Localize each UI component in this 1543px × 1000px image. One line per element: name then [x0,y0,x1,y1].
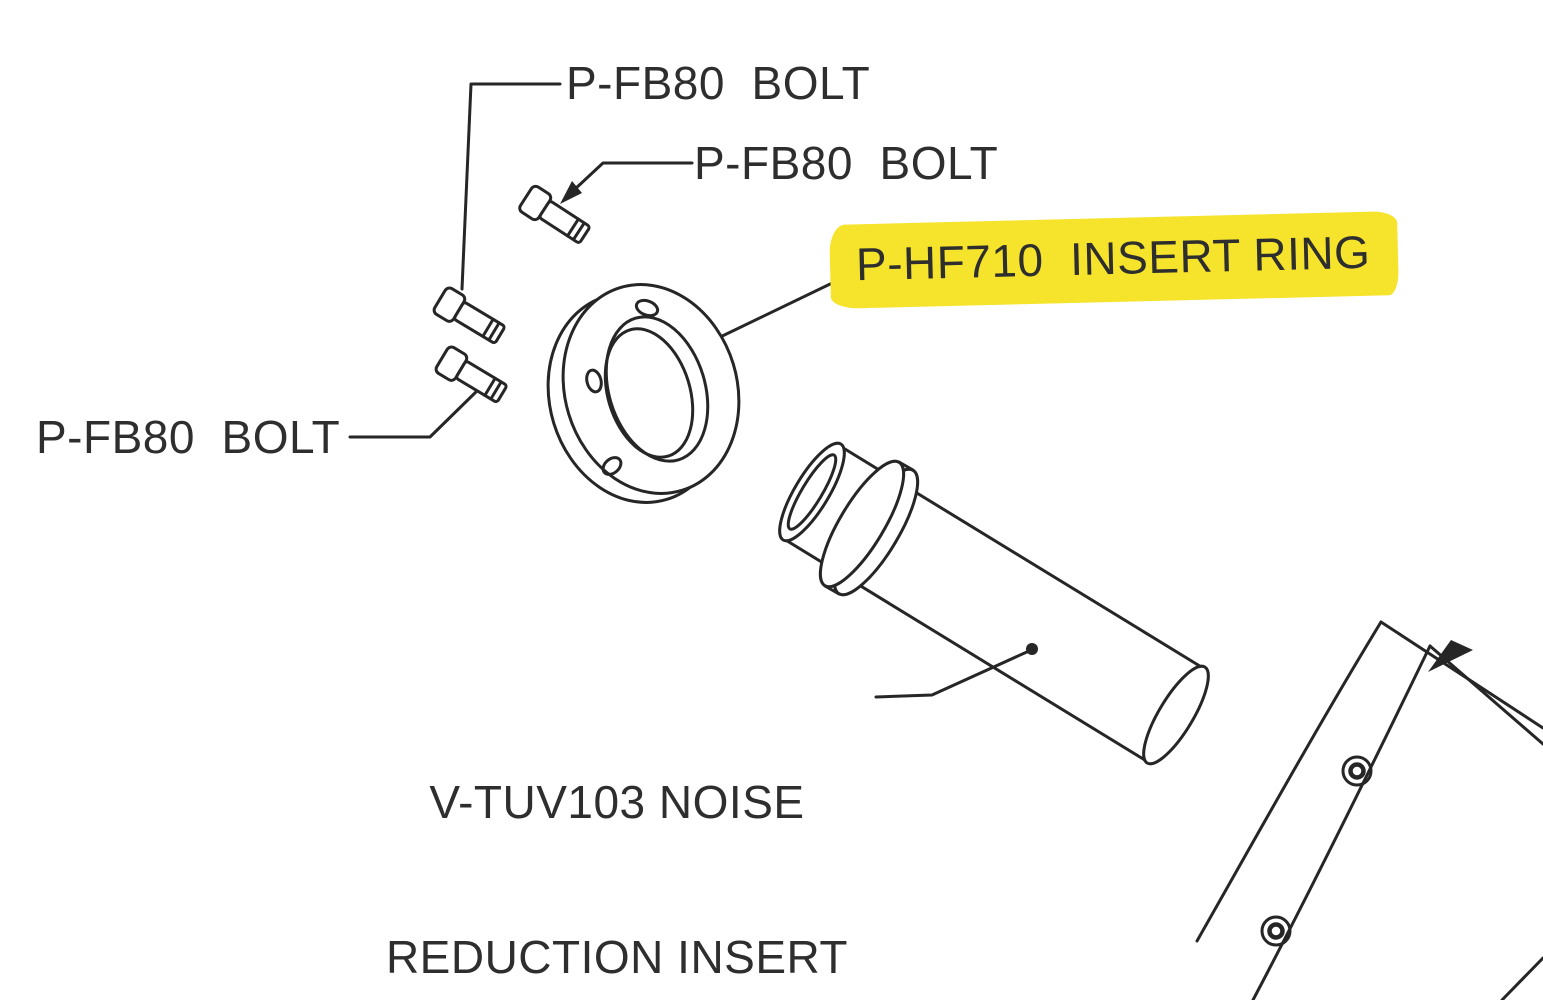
label-noise-insert-line2: REDUCTION INSERT [385,930,849,983]
bolt-thread [481,317,495,338]
bolt-mid-upper-drawing [432,286,506,345]
muffler-body-drawing [1195,620,1543,1000]
tube-open-end [778,441,846,543]
label-bolt-upper: P-FB80 BOLT [694,137,999,189]
bolt-thread [487,322,501,341]
leader-line-bolt-left [348,387,481,439]
rivet-icon [1260,915,1292,947]
label-noise-insert: V-TUV103 NOISE REDUCTION INSERT [352,674,882,1000]
tube-open-end-inner [786,453,838,531]
noise-insert-tube-drawing [778,441,1210,766]
bolt-mid-lower-drawing [434,345,508,404]
tube-flange-front [818,459,906,589]
label-noise-insert-line1: V-TUV103 NOISE [429,776,805,829]
rivet-outer [1341,755,1373,787]
insert-ring-drawing [546,283,741,504]
bolt-thread [566,217,580,238]
rivet-icon [1341,755,1373,787]
rivet-inner [1267,922,1285,940]
rivet-outer [1260,915,1292,947]
flange-hole [601,456,623,476]
muffler-top-edge-inner [1428,644,1543,746]
leader-line-bolt-top [460,82,562,291]
label-bolt-left: P-FB80 BOLT [36,411,341,463]
bolt-thread [483,376,497,397]
label-insert-ring: P-HF710 INSERT RING [855,225,1371,291]
bolt-thread [572,222,586,241]
rivet-inner [1348,762,1366,780]
bolt-thread [489,381,503,400]
bolt-shaft [455,360,508,404]
muffler-endcap-inner-curve [1251,644,1432,1000]
label-bolt-top: P-FB80 BOLT [566,57,871,109]
ring-opening-outer [604,315,710,463]
bolt-shaft [453,301,506,345]
leader-line-noise-insert-path [874,649,1031,699]
leader-line-bolt-upper-path [572,161,694,192]
ring-opening-inner [603,327,695,459]
insert-ring-highlight: P-HF710 INSERT RING [829,211,1400,309]
tube-end-cap [1142,664,1210,766]
muffler-endcap-outer-curve [1195,620,1383,943]
leader-dot-icon [1026,643,1038,655]
flange-hole [634,298,660,318]
leader-line-bolt-upper [560,161,694,204]
muffler-bottom-edge [1500,956,1543,1000]
leader-line-noise-insert [874,643,1038,699]
bolt-shaft [538,200,591,244]
leader-arrowhead-icon [560,181,582,204]
bolt-top-drawing [518,184,591,244]
flange-hole [585,368,603,394]
seam-arrow-icon [1428,640,1473,672]
